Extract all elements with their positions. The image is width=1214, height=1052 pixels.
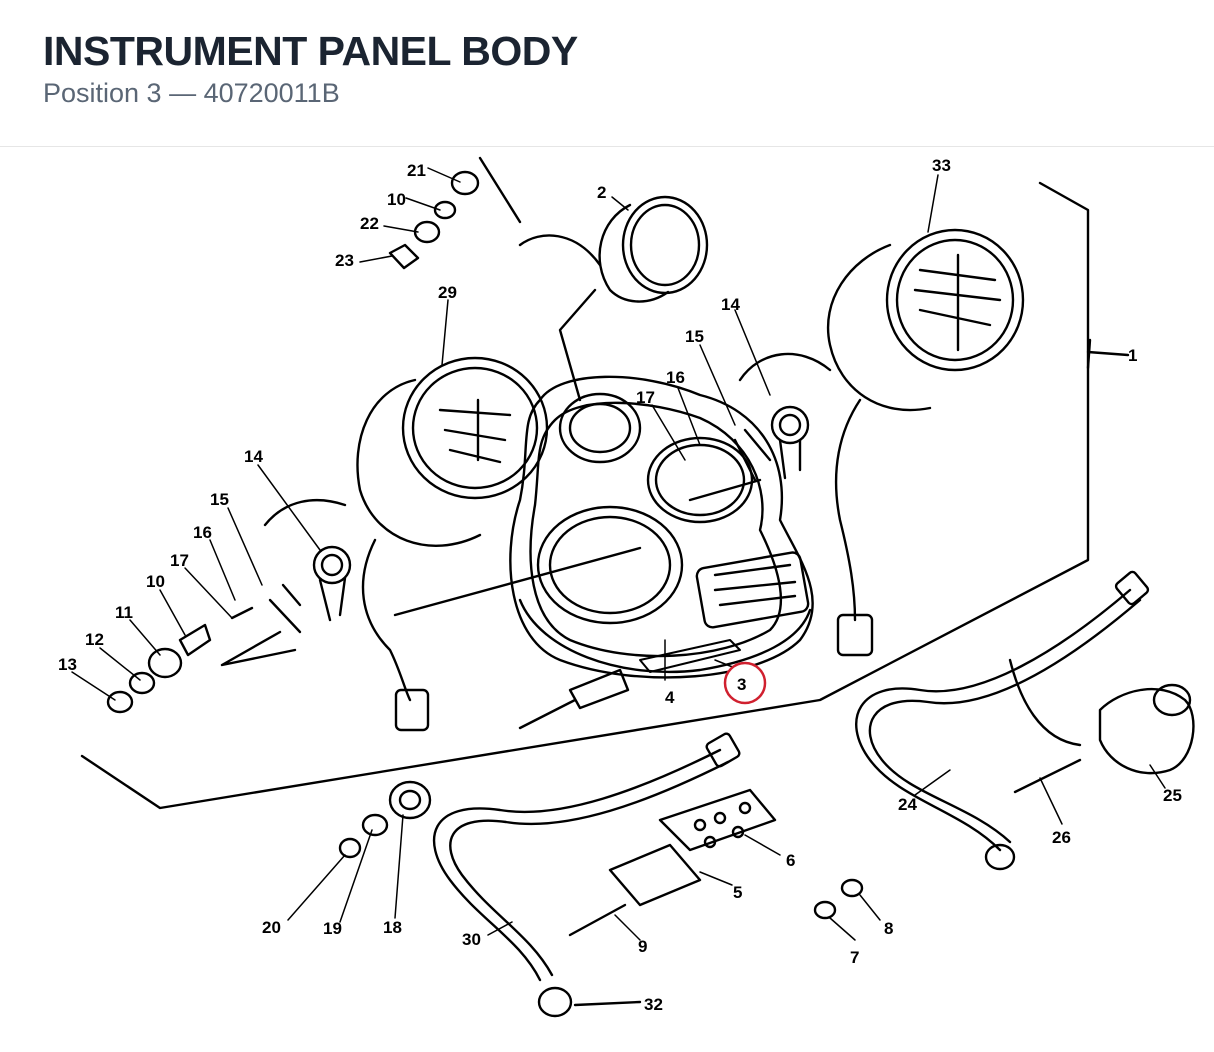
callout-22[interactable]: 22 <box>360 214 379 233</box>
callout-3[interactable]: 3 <box>737 675 746 694</box>
callout-17-left[interactable]: 17 <box>170 551 189 570</box>
callout-32[interactable]: 32 <box>644 995 663 1014</box>
callout-13[interactable]: 13 <box>58 655 77 674</box>
page-header: INSTRUMENT PANEL BODY Position 3 — 40720… <box>0 0 1214 147</box>
callout-3-highlight[interactable] <box>723 661 767 705</box>
callout-9[interactable]: 9 <box>638 937 647 956</box>
callout-21[interactable]: 21 <box>407 161 426 180</box>
assembly-outline <box>80 156 1130 810</box>
callout-10-top[interactable]: 10 <box>387 190 406 209</box>
callout-6[interactable]: 6 <box>786 851 795 870</box>
small-gauge <box>518 195 709 402</box>
callout-2[interactable]: 2 <box>597 183 606 202</box>
callout-19[interactable]: 19 <box>323 919 342 938</box>
callout-18[interactable]: 18 <box>383 918 402 937</box>
callout-26[interactable]: 26 <box>1052 828 1071 847</box>
callout-1[interactable]: 1 <box>1128 346 1137 365</box>
right-gauge <box>826 228 1025 657</box>
page-title: INSTRUMENT PANEL BODY <box>43 28 578 74</box>
callout-14-right[interactable]: 14 <box>721 295 740 314</box>
callout-20[interactable]: 20 <box>262 918 281 937</box>
callout-14-left[interactable]: 14 <box>244 447 263 466</box>
top-bulb-stack <box>388 170 480 270</box>
callout-8[interactable]: 8 <box>884 919 893 938</box>
callout-4[interactable]: 4 <box>665 688 675 707</box>
callout-17-right[interactable]: 17 <box>636 388 655 407</box>
leader-lines <box>71 167 1166 941</box>
small-clip <box>813 878 864 920</box>
indicator-sockets <box>263 352 832 634</box>
exploded-parts-diagram: 1 2 3 4 5 6 7 8 9 10 10 11 12 13 14 14 1… <box>58 156 1195 1018</box>
callout-7[interactable]: 7 <box>850 948 859 967</box>
callout-16-left[interactable]: 16 <box>193 523 212 542</box>
callout-33[interactable]: 33 <box>932 156 951 175</box>
cable-right <box>855 570 1150 871</box>
callout-labels: 1 2 3 4 5 6 7 8 9 10 10 11 12 13 14 14 1… <box>58 156 1182 1014</box>
callout-12[interactable]: 12 <box>85 630 104 649</box>
callout-25[interactable]: 25 <box>1163 786 1182 805</box>
callout-16-right[interactable]: 16 <box>666 368 685 387</box>
cable-left <box>433 732 741 1018</box>
callout-10-left[interactable]: 10 <box>146 572 165 591</box>
page-subtitle: Position 3 — 40720011B <box>43 78 340 108</box>
left-gauge <box>356 356 549 732</box>
callout-5[interactable]: 5 <box>733 883 742 902</box>
left-bulb-stack <box>106 606 297 714</box>
callout-23[interactable]: 23 <box>335 251 354 270</box>
callout-11[interactable]: 11 <box>115 603 133 622</box>
callout-30[interactable]: 30 <box>462 930 481 949</box>
callout-15-left[interactable]: 15 <box>210 490 229 509</box>
connector-block <box>568 788 777 937</box>
panel-body <box>393 375 814 730</box>
callout-29[interactable]: 29 <box>438 283 457 302</box>
switch-unit <box>1008 658 1195 794</box>
callout-15-right[interactable]: 15 <box>685 327 704 346</box>
grommet-stack <box>338 780 432 859</box>
callout-24[interactable]: 24 <box>898 795 917 814</box>
